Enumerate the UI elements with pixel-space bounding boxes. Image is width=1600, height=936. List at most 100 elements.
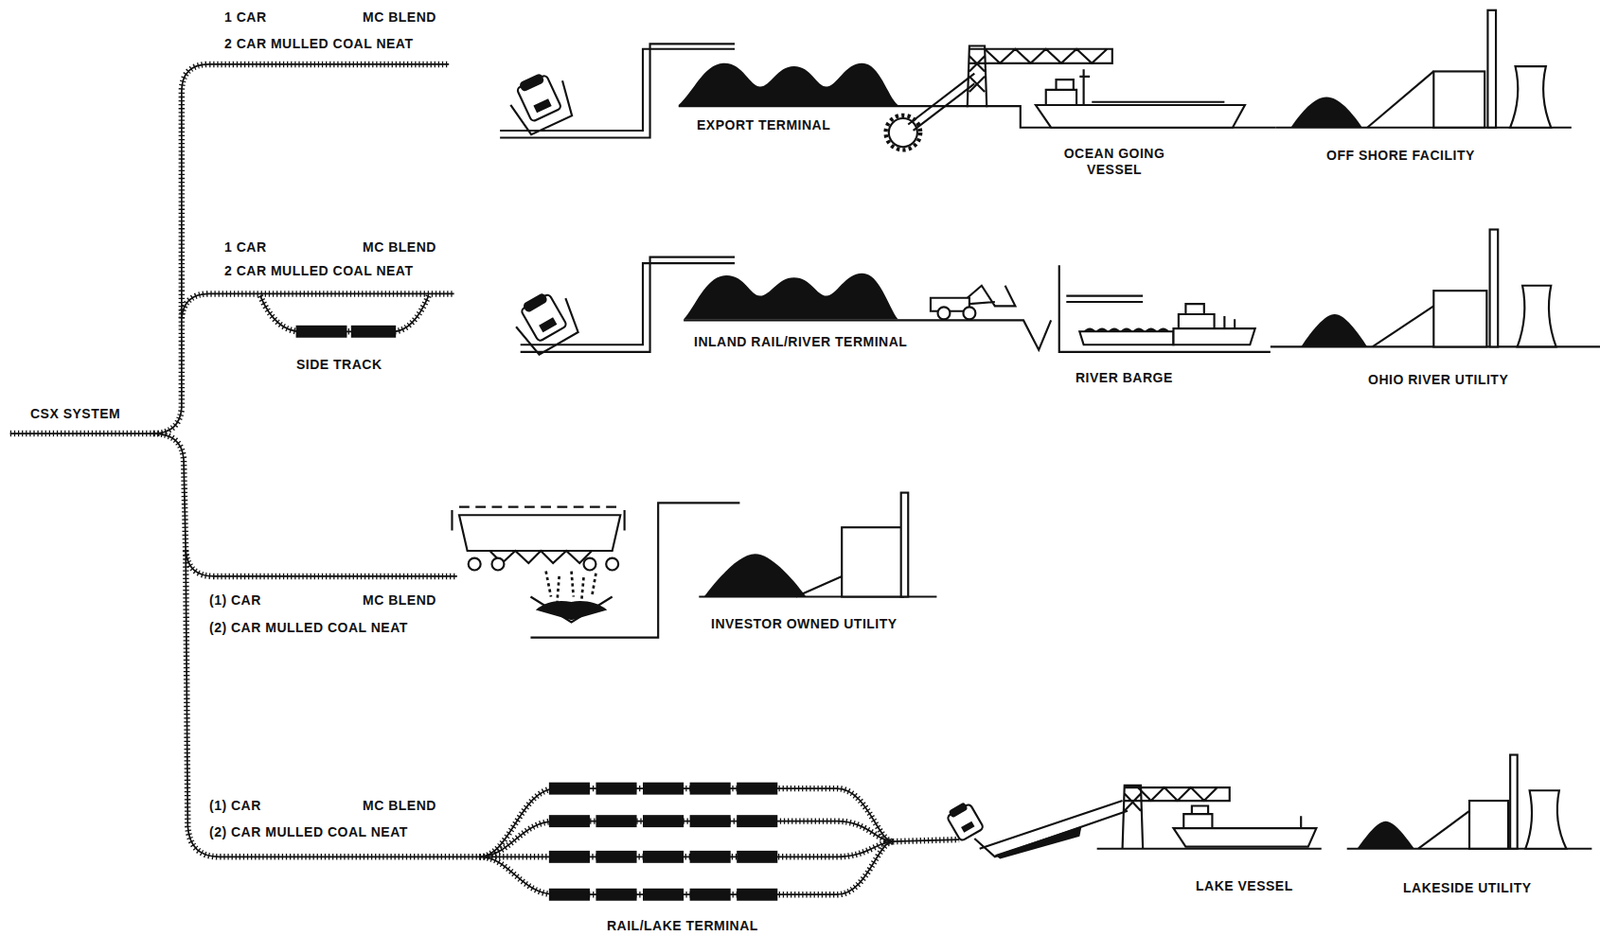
- rail-track: [10, 64, 449, 434]
- caption-label: MC BLEND: [362, 239, 437, 256]
- illustration-stroke: [491, 558, 504, 571]
- caption-label: (1) CAR: [209, 798, 262, 815]
- illustration-stroke: [1079, 331, 1174, 345]
- illustration-stroke: [1517, 285, 1557, 348]
- illustration-stroke: [296, 325, 348, 338]
- caption-label: OCEAN GOING VESSEL: [1052, 145, 1176, 178]
- rail-ties: [480, 841, 894, 857]
- caption-label: 1 CAR: [224, 239, 267, 256]
- rail-ties: [10, 64, 449, 434]
- illustration-stroke: [1183, 805, 1301, 829]
- caption-label: EXPORT TERMINAL: [696, 117, 831, 134]
- illustration-stroke: [521, 292, 549, 314]
- illustration-stroke: [530, 502, 740, 638]
- illustration-stroke: [351, 325, 396, 338]
- rail-track: [181, 293, 455, 319]
- illustration-stroke: [538, 317, 557, 333]
- illustration-stroke: [1367, 71, 1434, 127]
- illustration-stroke: [459, 506, 623, 509]
- illustration-stroke: [888, 118, 918, 147]
- illustration-stroke: [1490, 230, 1499, 348]
- illustration-stroke: [1433, 290, 1487, 347]
- illustration-stroke: [1124, 787, 1230, 801]
- rail-car: [642, 815, 684, 828]
- rail-car: [690, 888, 731, 902]
- caption-label: OFF SHORE FACILITY: [1326, 147, 1476, 164]
- illustration-stroke: [535, 601, 607, 621]
- caption-label: (1) CAR: [209, 592, 262, 609]
- rail-track: [480, 821, 894, 858]
- rail-car: [642, 851, 684, 864]
- caption-label: 1 CAR: [224, 9, 267, 26]
- illustration-stroke: [886, 115, 922, 151]
- illustration-stroke: [901, 493, 909, 598]
- rail-ties: [181, 293, 455, 319]
- illustration-stroke: [947, 801, 968, 818]
- illustration-stroke: [1173, 328, 1255, 345]
- illustration-stroke: [10, 64, 960, 895]
- rail-car: [736, 888, 778, 902]
- rail-car: [595, 851, 637, 864]
- rail-ties: [480, 821, 894, 858]
- illustration-stroke: [1469, 800, 1509, 850]
- rail-car: [642, 888, 684, 902]
- caption-label: LAKE VESSEL: [1195, 878, 1294, 895]
- rail-ties: [480, 788, 894, 857]
- illustration-stroke: [533, 98, 552, 113]
- rail-ties: [153, 433, 458, 577]
- illustration-stroke: [962, 306, 976, 320]
- illustration-stroke: [1433, 71, 1485, 127]
- illustration-stroke: [503, 66, 578, 138]
- caption-label: 2 CAR MULLED COAL NEAT: [224, 35, 413, 53]
- illustration-stroke: [459, 515, 621, 552]
- caption-label: MC BLEND: [362, 798, 437, 815]
- rail-ties: [480, 841, 894, 895]
- caption-label: OHIO RIVER UTILITY: [1368, 372, 1509, 389]
- caption-label: 2 CAR MULLED COAL NEAT: [224, 263, 413, 280]
- illustration-stroke: [10, 10, 1600, 902]
- rail-car: [549, 782, 590, 796]
- caption-label: (2) CAR MULLED COAL NEAT: [209, 620, 409, 637]
- illustration-stroke: [1290, 96, 1362, 127]
- illustration-stroke: [1035, 105, 1245, 128]
- rail-ties: [892, 839, 960, 842]
- rail-car: [736, 782, 778, 796]
- caption-label: INVESTOR OWNED UTILITY: [711, 616, 898, 633]
- illustration-stroke: [507, 284, 584, 358]
- rail-track: [892, 839, 960, 842]
- rail-car: [736, 815, 778, 828]
- rail-car: [690, 815, 731, 828]
- illustration-stroke: [489, 551, 592, 564]
- rail-car: [642, 782, 684, 796]
- illustration-stroke: [518, 72, 546, 93]
- illustration-stroke: [1525, 790, 1566, 849]
- caption-label: (2) CAR MULLED COAL NEAT: [209, 824, 409, 841]
- illustration-stroke: [967, 285, 1016, 307]
- illustration-stroke: [841, 527, 904, 597]
- rail-car: [595, 782, 637, 796]
- illustration-stroke: [549, 782, 778, 902]
- rail-track: [480, 841, 894, 895]
- illustration-stroke: [796, 576, 843, 598]
- rail-track: [185, 551, 480, 857]
- rail-track: [480, 788, 894, 857]
- illustration-stroke: [605, 558, 619, 571]
- illustration-stroke: [967, 46, 987, 108]
- illustration-stroke: [937, 306, 950, 320]
- illustration-stroke: [584, 558, 597, 571]
- illustration-stroke: [1046, 69, 1226, 106]
- illustration-stroke: [995, 826, 1083, 859]
- illustration-stroke: [704, 553, 807, 597]
- rail-car: [690, 851, 731, 864]
- caption-label: MC BLEND: [362, 9, 437, 26]
- caption-label: LAKESIDE UTILITY: [1403, 880, 1532, 897]
- rail-track: [153, 433, 458, 577]
- illustration-stroke: [1356, 821, 1414, 850]
- caption-label: SIDE TRACK: [296, 356, 383, 374]
- illustration-stroke: [1418, 811, 1470, 850]
- illustration-stroke: [969, 49, 1113, 64]
- caption-label: MC BLEND: [362, 592, 437, 609]
- rail-car: [690, 782, 731, 796]
- caption-label: RAIL/LAKE TERMINAL: [606, 917, 759, 934]
